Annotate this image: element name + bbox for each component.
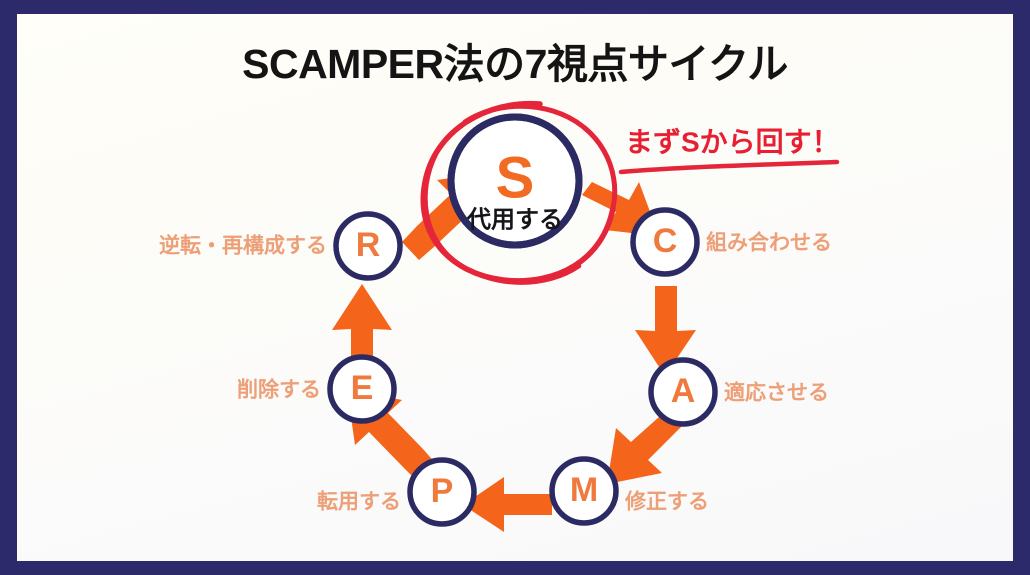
node-a-label: 適応させる (724, 381, 829, 405)
annotation-text: まずSから回す！ (625, 126, 840, 157)
arrow-a-to-m (607, 409, 684, 484)
node-e[interactable]: E 削除する (237, 354, 397, 424)
node-e-label: 削除する (237, 378, 321, 402)
scamper-cycle-diagram: S 代用する C 組み合わせる A 適応させる M 修正する (159, 100, 840, 533)
annotation-underline (618, 159, 840, 175)
node-s-label: 代用する (466, 206, 563, 233)
node-s-letter: S (496, 145, 535, 210)
node-m[interactable]: M 修正する (549, 456, 709, 526)
node-m-label: 修正する (624, 490, 709, 514)
arrow-c-to-a (635, 286, 696, 376)
arrow-e-to-r (332, 284, 392, 374)
node-s[interactable]: S 代用する (447, 113, 583, 249)
arrow-m-to-p (463, 476, 552, 533)
hand-drawn-highlight-circle (420, 100, 618, 285)
node-c-label: 組み合わせる (706, 231, 832, 255)
slide-canvas: SCAMPER法の7視点サイクル (17, 14, 1013, 561)
page-title: SCAMPER法の7視点サイクル (242, 41, 788, 87)
node-p[interactable]: P 転用する (317, 457, 477, 527)
node-r-label: 逆転・再構成する (159, 234, 327, 258)
annotation-first-start-with-s: まずSから回す！ (618, 126, 840, 175)
node-r[interactable]: R 逆転・再構成する (159, 211, 403, 281)
node-e-letter: E (351, 369, 374, 407)
node-c[interactable]: C 組み合わせる (630, 207, 832, 277)
node-p-letter: P (431, 472, 454, 510)
node-a-letter: A (671, 372, 696, 410)
node-c-letter: C (653, 222, 678, 260)
node-a[interactable]: A 適応させる (648, 357, 829, 427)
node-m-letter: M (570, 471, 598, 509)
node-p-label: 転用する (317, 490, 401, 514)
node-r-letter: R (356, 226, 381, 264)
